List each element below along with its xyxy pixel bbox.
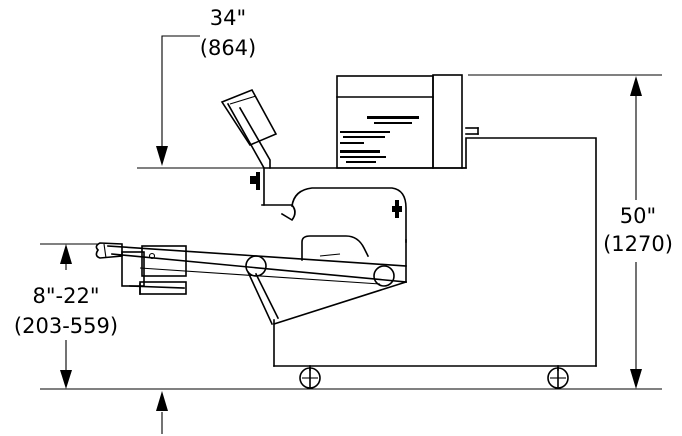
left-caster [299, 365, 321, 389]
infeed-height-inches-label: 8"-22" [33, 284, 100, 308]
feed-chute [220, 88, 278, 206]
machine-frame [263, 127, 597, 367]
infeed-height-mm-label: (203-559) [14, 314, 118, 338]
right-caster [547, 365, 569, 389]
overall-height-mm-label: (1270) [603, 232, 673, 256]
product-hopper [336, 75, 434, 169]
overall-height-inches-label: 50" [620, 204, 656, 228]
conveyor-guard [301, 235, 370, 261]
drive-housing [261, 187, 407, 243]
dimension-lines [40, 35, 662, 434]
top-height-inches-label: 34" [210, 6, 246, 30]
infeed-end-assembly [95, 242, 187, 295]
infeed-conveyor [107, 245, 407, 326]
top-height-mm-label: (864) [200, 36, 256, 60]
control-cabinet [432, 74, 463, 169]
